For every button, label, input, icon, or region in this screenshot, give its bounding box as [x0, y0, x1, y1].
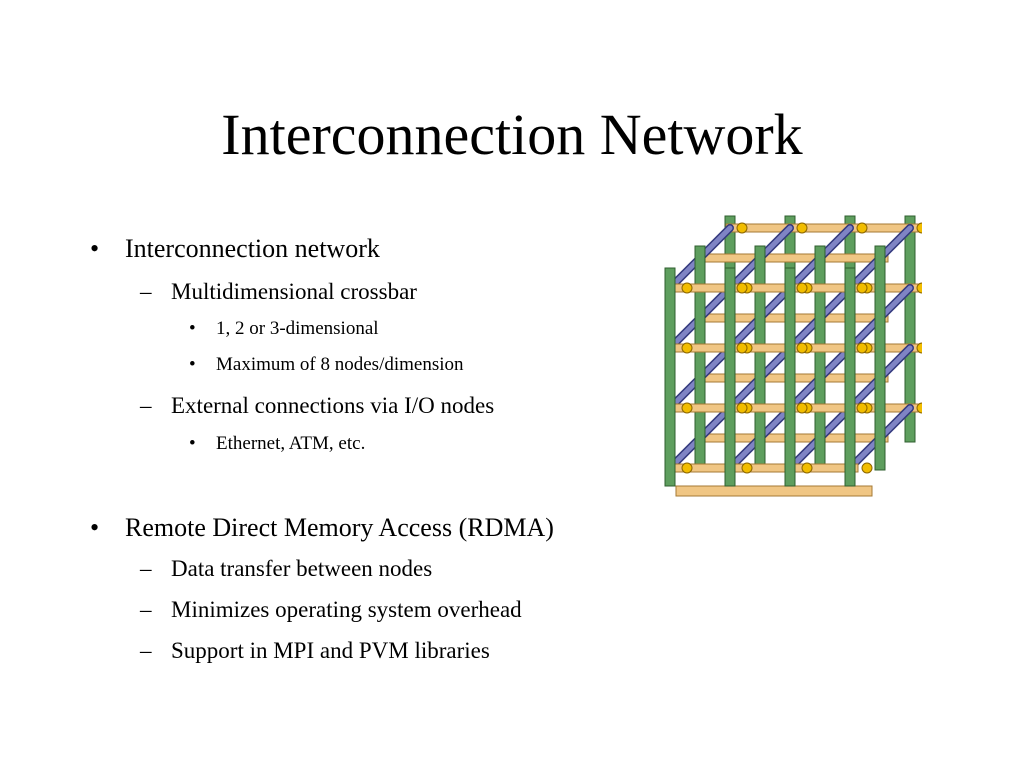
back-row	[725, 223, 919, 233]
node-dot	[681, 462, 693, 474]
middle-column	[754, 245, 766, 471]
sub-item-text: Support in MPI and PVM libraries	[171, 638, 490, 663]
node-dot	[796, 222, 808, 234]
back-column	[904, 215, 916, 443]
sub-item-3: – Data transfer between nodes	[140, 555, 433, 583]
sub-item-5: – Support in MPI and PVM libraries	[140, 637, 490, 665]
middle-column	[814, 245, 826, 471]
bullet-marker: •	[90, 234, 100, 263]
sub-sub-item-1: • 1, 2 or 3-dimensional	[189, 317, 379, 341]
front-row	[665, 463, 859, 473]
middle-row	[695, 253, 889, 263]
front-column	[844, 267, 856, 487]
front-column	[724, 267, 736, 487]
bullet-item-2: • Remote Direct Memory Access (RDMA)	[90, 513, 554, 543]
sub-item-2: – External connections via I/O nodes	[140, 392, 495, 420]
sub-sub-item-text: Ethernet, ATM, etc.	[216, 433, 366, 454]
sub-sub-item-text: Maximum of 8 nodes/dimension	[216, 354, 464, 375]
dash-marker: –	[140, 279, 152, 304]
sub-item-1: – Multidimensional crossbar	[140, 278, 417, 306]
bullet-item-1: • Interconnection network	[90, 234, 380, 264]
node-dot	[801, 462, 813, 474]
node-dot	[741, 462, 753, 474]
sub-item-text: Multidimensional crossbar	[171, 279, 417, 304]
bullet-marker: •	[189, 318, 196, 339]
dash-marker: –	[140, 638, 152, 663]
node-dot	[856, 222, 868, 234]
sub-item-text: Minimizes operating system overhead	[171, 597, 522, 622]
front-row	[665, 283, 859, 293]
node-dot	[736, 222, 748, 234]
bullet-marker: •	[189, 354, 196, 375]
node-dot	[736, 282, 748, 294]
node-dot	[736, 402, 748, 414]
node-dot	[796, 402, 808, 414]
node-dot	[916, 402, 922, 414]
front-row	[665, 403, 859, 413]
node-dot	[856, 342, 868, 354]
sub-item-4: – Minimizes operating system overhead	[140, 596, 522, 624]
bullet-marker: •	[189, 433, 196, 454]
middle-column	[874, 245, 886, 471]
middle-column	[694, 245, 706, 471]
node-dot	[681, 342, 693, 354]
dash-marker: –	[140, 393, 152, 418]
dash-marker: –	[140, 597, 152, 622]
node-dot	[856, 282, 868, 294]
front-column	[664, 267, 676, 487]
front-column	[784, 267, 796, 487]
node-dot	[681, 282, 693, 294]
sub-item-text: External connections via I/O nodes	[171, 393, 495, 418]
node-dot	[856, 402, 868, 414]
node-dot	[681, 402, 693, 414]
bullet-text: Interconnection network	[125, 234, 380, 263]
node-dot	[736, 342, 748, 354]
node-dot	[796, 282, 808, 294]
front-row	[665, 343, 859, 353]
node-dot	[916, 282, 922, 294]
sub-sub-item-2: • Maximum of 8 nodes/dimension	[189, 353, 464, 377]
slide-title: Interconnection Network	[221, 102, 803, 167]
sub-sub-item-text: 1, 2 or 3-dimensional	[216, 318, 379, 339]
node-dot	[796, 342, 808, 354]
node-dot	[916, 222, 922, 234]
dash-marker: –	[140, 556, 152, 581]
crossbar-lattice-icon	[664, 215, 922, 497]
base-row	[675, 485, 873, 497]
node-dot	[916, 342, 922, 354]
bullet-text: Remote Direct Memory Access (RDMA)	[125, 513, 554, 542]
node-dot	[861, 462, 873, 474]
bullet-marker: •	[90, 513, 100, 542]
sub-item-text: Data transfer between nodes	[171, 556, 433, 581]
sub-sub-item-3: • Ethernet, ATM, etc.	[189, 432, 366, 456]
